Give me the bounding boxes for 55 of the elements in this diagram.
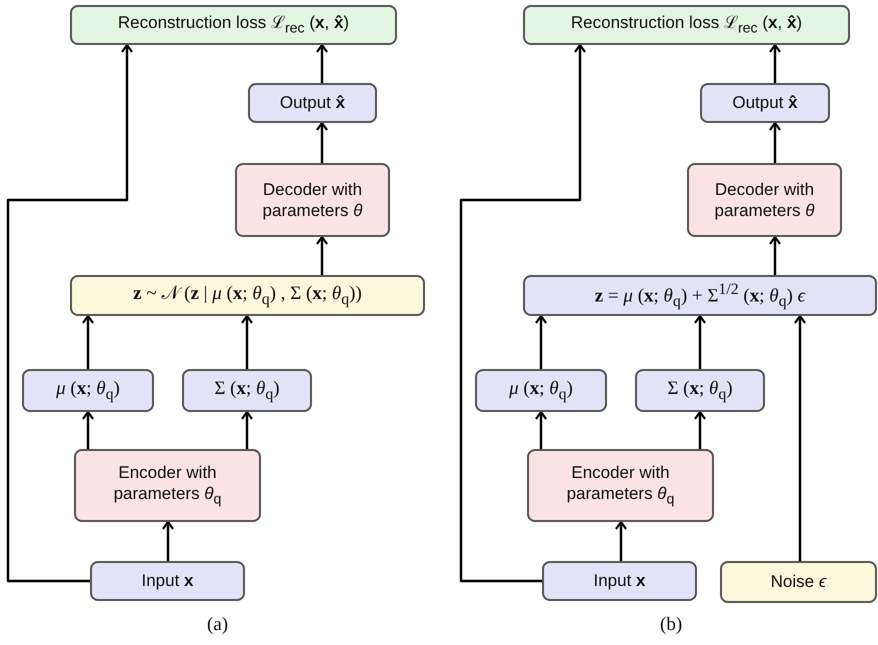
network-box bbox=[235, 163, 390, 237]
arrow bbox=[6, 44, 134, 582]
node-text: Output x̂ bbox=[731, 92, 799, 114]
arrow bbox=[794, 314, 806, 561]
variable-box bbox=[90, 561, 245, 601]
node-text: z ~ 𝒩 (z | μ (x; θ$_{q}$) , Σ (x; θ$_{q}$)) bbox=[132, 282, 363, 310]
network-box bbox=[527, 449, 714, 522]
arrow bbox=[240, 410, 254, 449]
node-text: Input x bbox=[592, 570, 646, 592]
arrow bbox=[768, 236, 782, 275]
arrow bbox=[534, 410, 548, 449]
node-text: Noise ϵ bbox=[770, 571, 828, 593]
arrow bbox=[694, 314, 706, 369]
node-text: Input x bbox=[140, 570, 194, 592]
node-text: μ (x; θ$_{q}$) bbox=[55, 376, 121, 404]
arrow bbox=[694, 410, 706, 449]
panel-label: (b) bbox=[660, 614, 682, 636]
arrow bbox=[614, 520, 628, 561]
arrow bbox=[82, 314, 94, 369]
arrow bbox=[162, 520, 174, 561]
arrow bbox=[534, 314, 548, 369]
variable-box bbox=[542, 561, 697, 601]
node-text: Reconstruction loss ℒ$_{rec}$ (x, x̂) bbox=[570, 12, 804, 38]
variable-box bbox=[635, 369, 765, 412]
node-text: Decoder with parameters θ bbox=[714, 178, 816, 222]
variable-box bbox=[22, 369, 154, 412]
network-box bbox=[687, 163, 842, 237]
node-text: Encoder with parameters θ$_{q}$ bbox=[112, 462, 222, 510]
arrow bbox=[316, 122, 328, 163]
node-text: Reconstruction loss ℒ$_{rec}$ (x, x̂) bbox=[116, 12, 350, 38]
arrow bbox=[82, 410, 94, 449]
arrow bbox=[316, 236, 328, 275]
arrow bbox=[768, 122, 782, 163]
node-text: Σ (x; θ$_{q}$) bbox=[666, 376, 734, 404]
network-box bbox=[74, 449, 261, 522]
node-text: z = μ (x; θ$_{q}$) + Σ$^{1/2}$ (x; θ$_{q}$) ϵ bbox=[594, 280, 807, 312]
variable-box bbox=[248, 83, 377, 123]
variable-box bbox=[475, 369, 607, 412]
distribution-box bbox=[720, 561, 877, 603]
variable-box bbox=[182, 369, 312, 412]
node-text: Decoder with parameters θ bbox=[262, 178, 364, 222]
node-text: Σ (x; θ$_{q}$) bbox=[213, 376, 281, 404]
node-text: μ (x; θ$_{q}$) bbox=[508, 376, 574, 404]
arrow bbox=[240, 314, 254, 369]
loss-box bbox=[523, 5, 850, 45]
arrow bbox=[460, 44, 586, 582]
loss-box bbox=[70, 5, 397, 45]
arrow bbox=[316, 44, 328, 83]
arrow bbox=[768, 44, 782, 83]
panel-label: (a) bbox=[207, 614, 228, 636]
variable-box bbox=[523, 275, 877, 316]
distribution-box bbox=[70, 275, 425, 316]
node-text: Encoder with parameters θ$_{q}$ bbox=[566, 462, 676, 510]
variable-box bbox=[700, 83, 830, 123]
node-text: Output x̂ bbox=[278, 92, 346, 114]
